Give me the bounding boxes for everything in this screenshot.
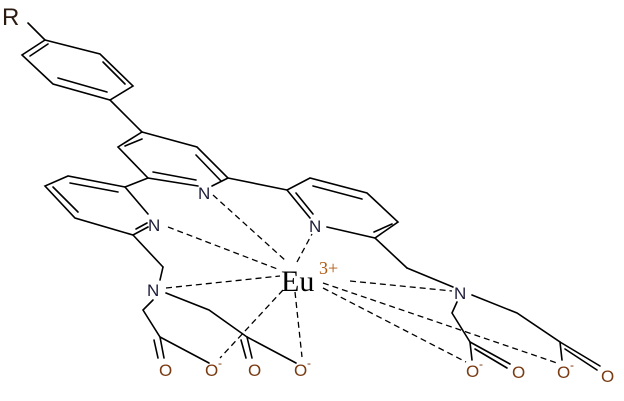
minus-sign: - bbox=[307, 356, 311, 370]
minus-sign: - bbox=[218, 356, 222, 370]
atom-o-minus-1: O bbox=[205, 361, 218, 380]
minus-sign: - bbox=[479, 357, 483, 371]
atom-n-left-amine: N bbox=[147, 281, 159, 300]
atom-n-right-pyridine: N bbox=[309, 217, 321, 236]
minus-sign: - bbox=[570, 358, 574, 372]
atom-o-1: O bbox=[159, 361, 172, 380]
atom-o-2: O bbox=[248, 361, 261, 380]
atom-o-3: O bbox=[512, 363, 525, 382]
atom-o-minus-4: O bbox=[557, 363, 570, 382]
metal-charge: 3+ bbox=[319, 258, 338, 278]
coordination-bonds bbox=[165, 194, 558, 364]
atom-labels: R N N N N N Eu 3+ O O - O O - O - O O - … bbox=[2, 4, 614, 386]
atom-o-4: O bbox=[601, 367, 614, 386]
substituent-r: R bbox=[2, 4, 19, 31]
atom-n-central: N bbox=[198, 184, 210, 203]
atom-o-minus-2: O bbox=[294, 361, 307, 380]
atom-o-minus-3: O bbox=[466, 362, 479, 381]
atom-n-left-pyridine: N bbox=[148, 216, 160, 235]
covalent-bonds bbox=[20, 22, 601, 371]
atom-n-right-amine: N bbox=[454, 284, 466, 303]
metal-eu: Eu bbox=[281, 265, 314, 298]
